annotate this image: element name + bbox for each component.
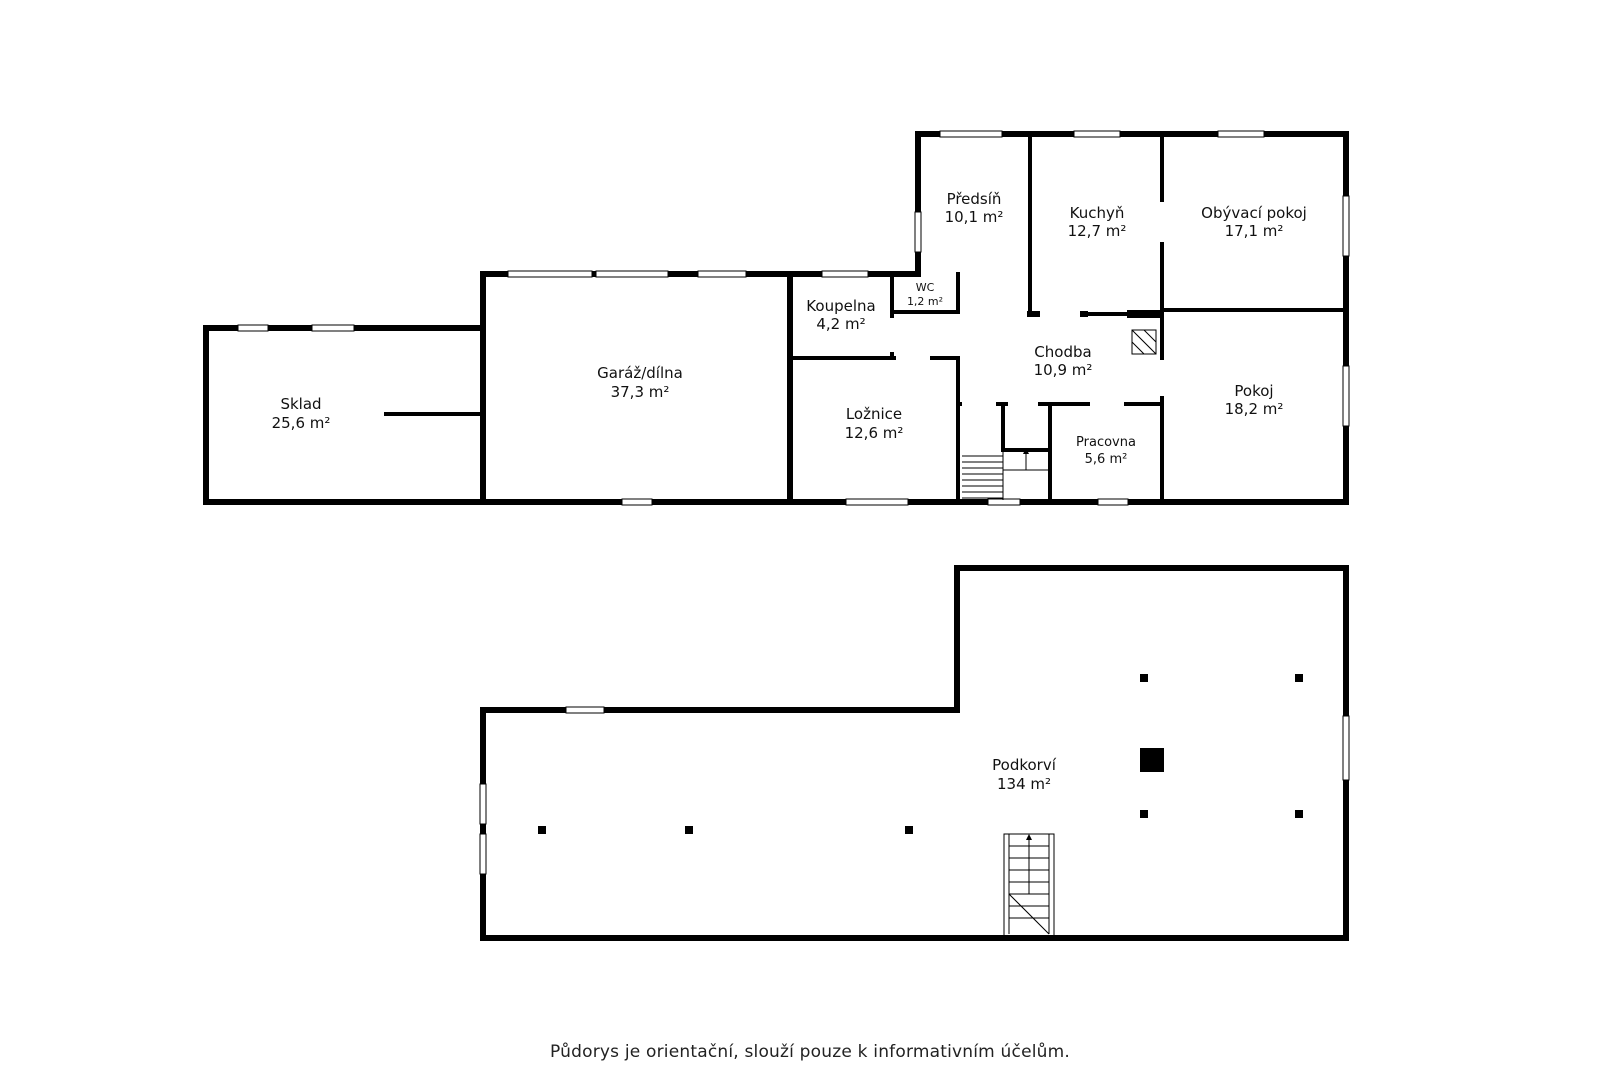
stair-inner-wall <box>1001 402 1052 452</box>
door-opening <box>1008 400 1038 408</box>
room-area-pracovna: 5,6 m² <box>1085 452 1128 467</box>
room-area-loznice: 12,6 m² <box>845 424 904 442</box>
disclaimer-text: Půdorys je orientační, slouží pouze k in… <box>549 1042 1070 1062</box>
room-area-chodba: 10,9 m² <box>1034 361 1093 379</box>
window <box>845 498 909 506</box>
window <box>1342 715 1350 781</box>
pillar <box>685 826 693 834</box>
room-area-garaz: 37,3 m² <box>611 383 670 401</box>
door-opening <box>1040 310 1080 318</box>
stair-arrow <box>1023 448 1029 454</box>
ground-floor <box>203 130 1350 506</box>
room-area-podkrovi: 134 m² <box>997 775 1051 793</box>
chimney <box>1140 748 1164 772</box>
door-opening <box>1158 202 1166 242</box>
pillar <box>905 826 913 834</box>
door-opening <box>1090 400 1124 408</box>
window <box>507 270 593 278</box>
ground-floor-outer-wall <box>203 131 1349 505</box>
chimney-hatch <box>1131 329 1157 355</box>
room-area-kuchyn: 12,7 m² <box>1068 222 1127 240</box>
window <box>237 324 269 332</box>
ground-stairs <box>962 448 1051 500</box>
window <box>479 783 487 825</box>
window <box>914 211 922 253</box>
chimney <box>1127 310 1163 318</box>
room-name-pokoj: Pokoj <box>1234 382 1273 400</box>
chimney-hatch-2 <box>1131 341 1145 355</box>
window <box>1073 130 1121 138</box>
door-opening <box>888 318 896 352</box>
attic-outer-wall <box>480 565 1349 941</box>
door-opening <box>896 354 930 362</box>
room-area-pokoj: 18,2 m² <box>1225 400 1284 418</box>
door-opening <box>1158 360 1166 396</box>
room-area-sklad: 25,6 m² <box>272 414 331 432</box>
door-opening <box>962 400 996 408</box>
room-name-chodba: Chodba <box>1034 343 1091 361</box>
attic-stairs <box>1003 833 1055 937</box>
window <box>479 833 487 875</box>
room-name-garaz: Garáž/dílna <box>597 364 683 382</box>
chimney-hatch-3 <box>1143 329 1157 343</box>
window <box>1097 498 1129 506</box>
room-name-wc: WC <box>916 281 935 294</box>
pillar <box>1295 810 1303 818</box>
window <box>565 706 605 714</box>
room-area-koupelna: 4,2 m² <box>816 315 865 333</box>
window <box>1217 130 1265 138</box>
room-name-obyvaci: Obývací pokoj <box>1201 204 1307 222</box>
window <box>821 270 869 278</box>
room-name-sklad: Sklad <box>280 395 321 413</box>
room-name-pracovna: Pracovna <box>1076 435 1136 450</box>
window <box>311 324 355 332</box>
window <box>697 270 747 278</box>
room-area-wc: 1,2 m² <box>907 295 943 308</box>
room-area-predsin: 10,1 m² <box>945 208 1004 226</box>
room-name-predsin: Předsíň <box>947 190 1002 208</box>
room-name-podkrovi: Podkorví <box>992 756 1057 774</box>
window <box>1342 365 1350 427</box>
room-area-obyvaci: 17,1 m² <box>1225 222 1284 240</box>
pillar <box>1140 810 1148 818</box>
stair-arrow <box>1026 834 1032 840</box>
pillar <box>1295 674 1303 682</box>
room-name-koupelna: Koupelna <box>806 297 875 315</box>
pillar <box>538 826 546 834</box>
window <box>939 130 1003 138</box>
window <box>987 498 1021 506</box>
wc-walls <box>890 272 960 314</box>
window <box>595 270 669 278</box>
window <box>1342 195 1350 257</box>
attic-floor <box>479 565 1350 941</box>
pillar <box>1140 674 1148 682</box>
window <box>621 498 653 506</box>
room-name-kuchyn: Kuchyň <box>1070 204 1125 222</box>
room-name-loznice: Ložnice <box>846 405 902 423</box>
